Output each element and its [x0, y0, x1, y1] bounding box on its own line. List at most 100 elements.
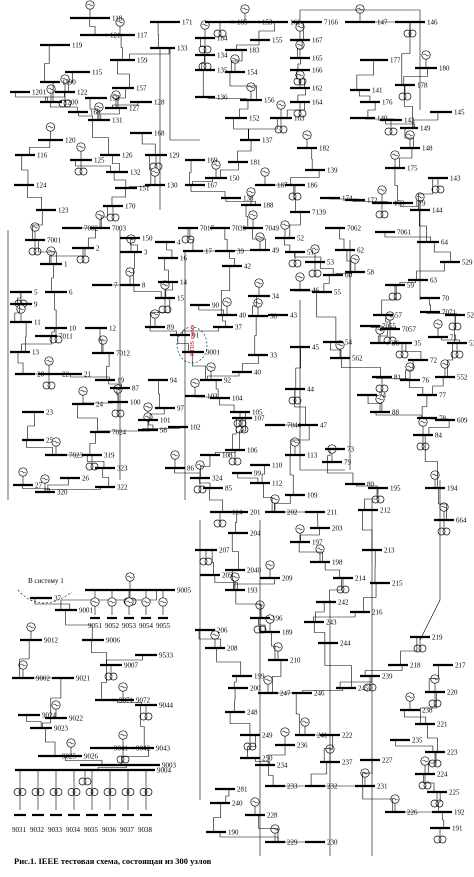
bus-label: 194	[447, 485, 458, 493]
bus-label: 104	[232, 395, 243, 403]
generator-icon	[355, 4, 365, 14]
bus-label: 192	[454, 809, 465, 817]
bus-label: 80	[367, 481, 375, 489]
generator-icon	[280, 727, 290, 737]
bus-label: 7071	[442, 309, 457, 317]
transformer-icon	[403, 29, 417, 38]
generator-icon	[290, 437, 300, 447]
bus-label: 37	[235, 324, 243, 332]
generator-icon	[46, 84, 56, 94]
transformer-icon	[308, 269, 322, 278]
bus-label: 171	[182, 19, 193, 27]
bus-label: 89	[167, 324, 175, 332]
bus-label: 73	[347, 446, 355, 454]
bus-label: 155	[272, 37, 283, 45]
bus-label: 158	[109, 95, 120, 103]
external-system-note: В систему 1	[28, 577, 64, 585]
bus-label: 153	[262, 19, 273, 27]
generator-icon	[211, 160, 221, 170]
bus-label: 11	[34, 319, 41, 327]
bus-label: 195	[390, 485, 401, 493]
generator-icon	[150, 167, 160, 177]
bus-label: 198	[332, 559, 343, 567]
bus-label: 7024	[112, 429, 127, 437]
bus-label: 7049	[265, 225, 280, 233]
bus-label: 78	[439, 415, 447, 423]
transformer-icon	[103, 788, 117, 796]
bus-label: 100	[130, 399, 141, 407]
rtds-highlight-ellipse	[176, 326, 208, 364]
generator-icon	[300, 717, 310, 727]
bus-label: 167	[312, 37, 323, 45]
bus-label: 186	[307, 182, 318, 190]
transformer-icon	[139, 712, 153, 721]
bus-label: 9001	[206, 349, 221, 357]
bus-label: 199	[254, 673, 265, 681]
transformer-icon	[106, 213, 120, 222]
generator-icon	[195, 460, 205, 470]
bus-label: 9022	[69, 715, 84, 723]
transformer-icon	[428, 759, 442, 768]
transformer-icon	[371, 495, 385, 504]
bus-label: 2040	[247, 567, 262, 575]
bus-label: 26	[82, 475, 90, 483]
bus-label: 156	[264, 97, 275, 105]
bus-label: 183	[249, 47, 260, 55]
bus-label: 135	[217, 67, 228, 75]
transformer-icon	[139, 788, 153, 796]
transformer-icon	[76, 255, 90, 264]
generator-icon	[302, 130, 312, 140]
bus-label: 64	[441, 239, 449, 247]
bus-label: 17	[205, 248, 213, 256]
transformer-icon	[288, 396, 302, 405]
bus-label: 107	[254, 415, 265, 423]
bus-label: 233	[287, 783, 298, 791]
bus-label: 245	[358, 685, 369, 693]
bus-label: 215	[392, 580, 403, 588]
generator-icon	[26, 622, 36, 632]
bus-label: 101	[160, 417, 171, 425]
bus-label: 40	[239, 312, 247, 320]
bus-label: 9533	[159, 652, 174, 660]
bus-label: 9035	[84, 826, 99, 834]
bus-label: 113	[307, 452, 318, 460]
bus-label: 57	[395, 312, 403, 320]
bus-label: 150	[229, 175, 240, 183]
bus-label: 180	[439, 65, 450, 73]
transformer-icon	[416, 442, 430, 451]
bus-label: 223	[447, 749, 458, 757]
bus-label: 152	[249, 115, 260, 123]
generator-icon	[375, 394, 385, 404]
bus-label: 212	[380, 507, 391, 515]
bus-label: 664	[456, 517, 467, 525]
bus-label: 177	[390, 57, 401, 65]
bus-label: 124	[36, 182, 47, 190]
generator-icon	[95, 210, 105, 220]
generator-icon	[310, 244, 320, 254]
bus-label: 147	[377, 19, 388, 27]
transformer-icon	[199, 557, 213, 566]
bus-label: 119	[72, 42, 83, 50]
transformer-icon	[104, 672, 118, 681]
generator-icon	[98, 335, 108, 345]
transformer-icon	[85, 788, 99, 796]
bus-label: 123	[58, 207, 69, 215]
generator-icon	[115, 17, 125, 27]
bus-label: 166	[312, 67, 323, 75]
bus-label: 188	[263, 202, 274, 210]
generator-icon	[143, 402, 153, 412]
bus-label: 71	[450, 334, 458, 342]
bus-label: 87	[132, 385, 140, 393]
bus-label: 51	[307, 249, 315, 257]
transformer-icon	[233, 419, 247, 428]
bus-label: 25	[46, 437, 54, 445]
bus-label: 106	[247, 447, 258, 455]
generator-icon	[405, 130, 415, 140]
bus-label: 531	[469, 340, 474, 348]
transformer-icon	[193, 485, 207, 494]
bus-label: 43	[290, 312, 298, 320]
bus-label: 109	[307, 492, 318, 500]
bus-label: 145	[454, 109, 465, 117]
bus-label: 9054	[139, 622, 154, 630]
bus-label: 40	[254, 369, 262, 377]
